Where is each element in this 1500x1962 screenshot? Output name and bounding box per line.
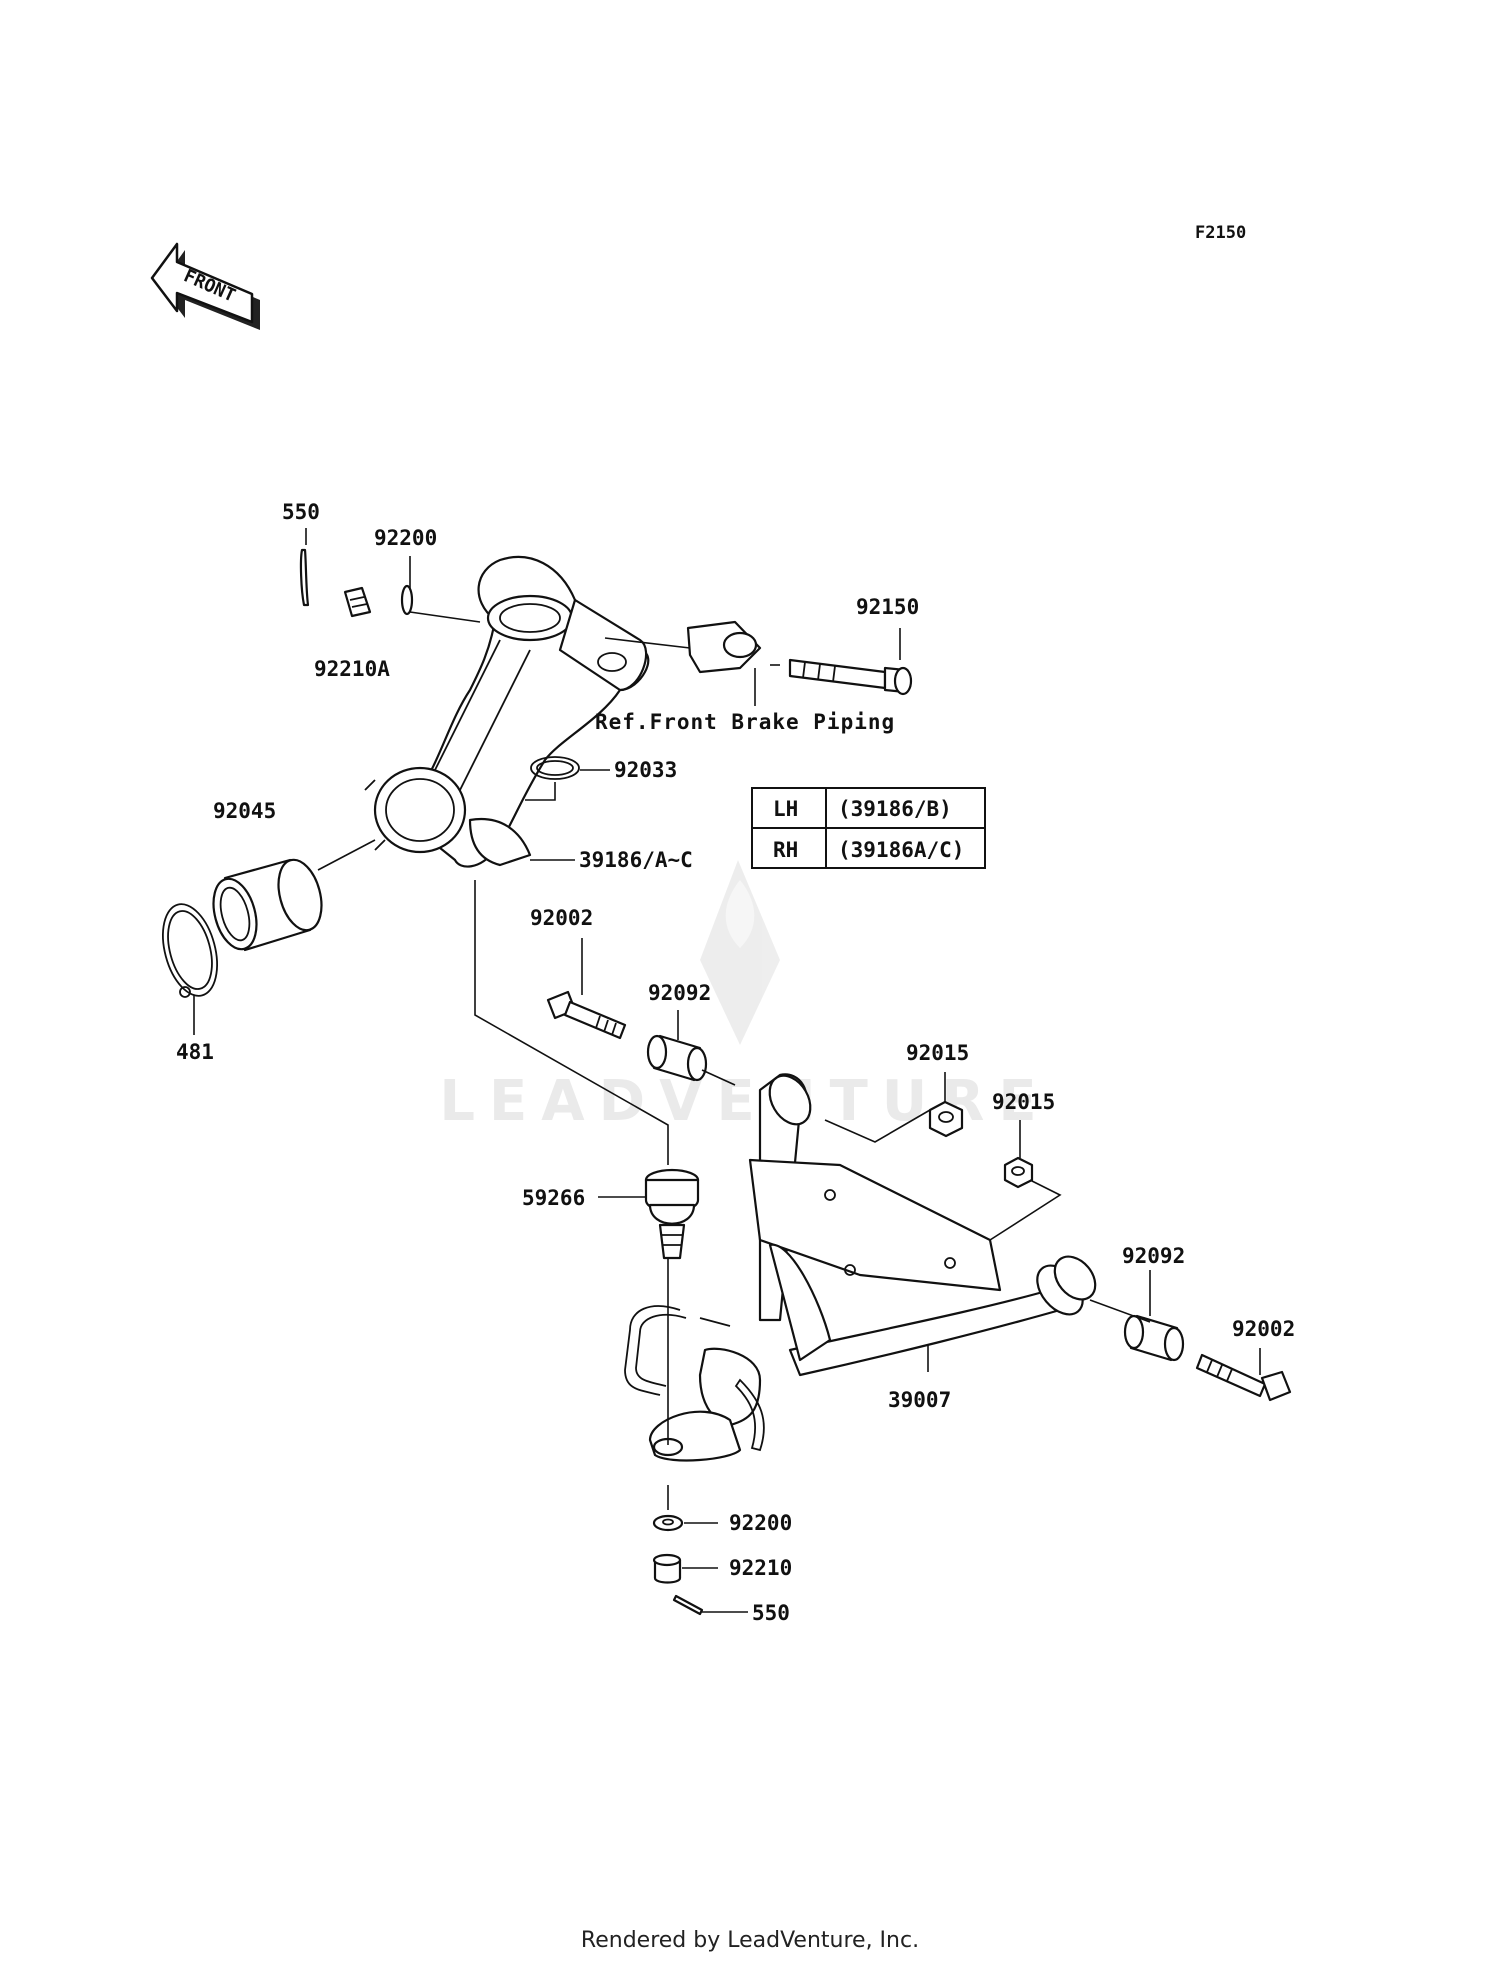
steering-knuckle [364, 555, 650, 868]
brake-hose-clamp [686, 620, 762, 674]
callout-92200-top: 92200 [374, 526, 437, 550]
ball-joint [644, 1168, 700, 1260]
footer-credit: Rendered by LeadVenture, Inc. [581, 1928, 919, 1953]
table-side-lh: LH [773, 797, 798, 821]
callout-labels: 550 92200 92210A 92150 Ref.Front Brake P… [176, 500, 1295, 1625]
nut-left [928, 1100, 964, 1138]
callout-92210: 92210 [729, 1556, 792, 1580]
cotter-pin-bottom [672, 1594, 704, 1616]
front-direction-arrow-icon: FRONT [150, 242, 260, 330]
bolt-right [1195, 1353, 1292, 1402]
wheel-bearing [212, 858, 323, 952]
callout-92015-right: 92015 [992, 1090, 1055, 1114]
castle-nut-top [343, 586, 372, 618]
circlip [162, 903, 218, 998]
callout-59266: 59266 [522, 1186, 585, 1210]
callout-550-bottom: 550 [752, 1601, 790, 1625]
washer-top [400, 584, 414, 616]
callout-39186: 39186/A~C [579, 848, 693, 872]
callout-550-top: 550 [282, 500, 320, 524]
callout-92033: 92033 [614, 758, 677, 782]
washer-bottom [652, 1514, 684, 1532]
watermark-flame-icon [725, 880, 755, 948]
watermark-logo-icon [700, 860, 780, 1045]
reference-note: Ref.Front Brake Piping [595, 710, 895, 734]
watermark: LEADVENTURE [439, 860, 1037, 1134]
bushing-right [1123, 1314, 1185, 1362]
callout-92092-left: 92092 [648, 981, 711, 1005]
side-table: LH (39186/B) RH (39186A/C) [751, 787, 986, 869]
callout-92015-left: 92015 [906, 1041, 969, 1065]
bolt-left [546, 990, 627, 1040]
callout-92045: 92045 [213, 799, 276, 823]
callout-92002-left: 92002 [530, 906, 593, 930]
table-part-rh: (39186A/C) [838, 838, 964, 862]
table-part-lh: (39186/B) [838, 797, 952, 821]
callout-92210a: 92210A [314, 657, 390, 681]
callout-92200-bottom: 92200 [729, 1511, 792, 1535]
callout-92002-right: 92002 [1232, 1317, 1295, 1341]
snap-ring-small [530, 756, 580, 780]
callout-92150: 92150 [856, 595, 919, 619]
diagram-code: F2150 [1195, 223, 1246, 243]
callout-481: 481 [176, 1040, 214, 1064]
bushing-left [646, 1034, 708, 1082]
callout-92092-right: 92092 [1122, 1244, 1185, 1268]
leader-lines [193, 528, 1261, 1613]
nut-right [1003, 1156, 1034, 1189]
pinch-bolt [788, 658, 913, 696]
a-arm [624, 1073, 1097, 1462]
cotter-pin-top [299, 548, 310, 607]
callout-39007: 39007 [888, 1388, 951, 1412]
castle-nut-bottom [652, 1553, 682, 1584]
table-side-rh: RH [773, 838, 798, 862]
